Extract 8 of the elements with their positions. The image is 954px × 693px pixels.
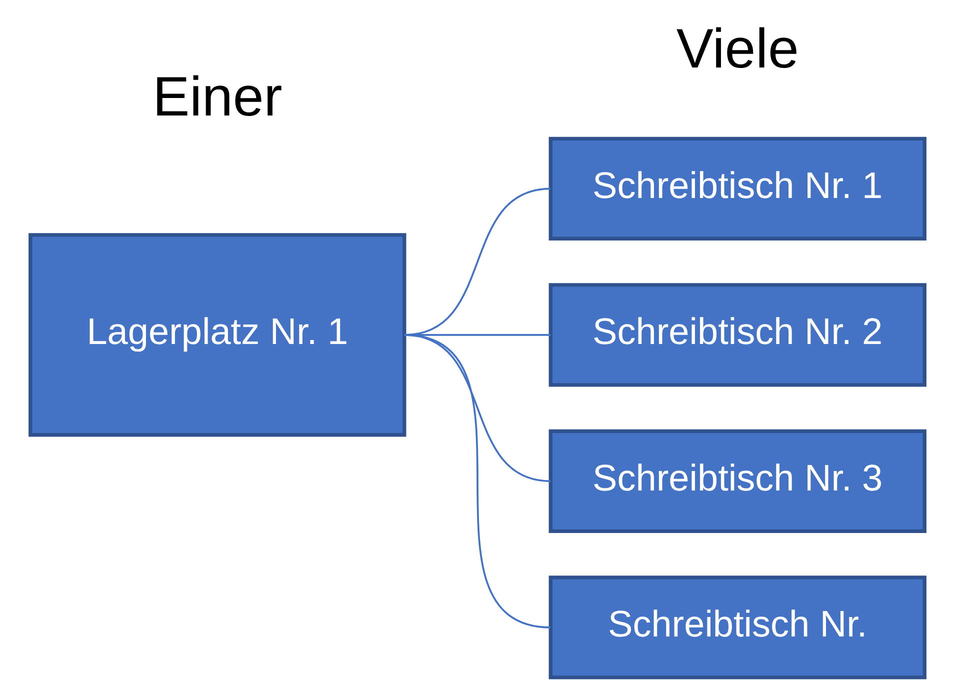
node-box: Schreibtisch Nr. 2: [548, 283, 926, 387]
node-box: Schreibtisch Nr. 3: [548, 429, 926, 534]
connector: [404, 334, 550, 628]
node-box: Schreibtisch Nr.: [548, 576, 926, 680]
node-box: Lagerplatz Nr. 1: [28, 233, 406, 437]
node-box: Schreibtisch Nr. 1: [548, 136, 926, 241]
label: Viele: [676, 17, 798, 80]
label: Einer: [152, 66, 282, 128]
